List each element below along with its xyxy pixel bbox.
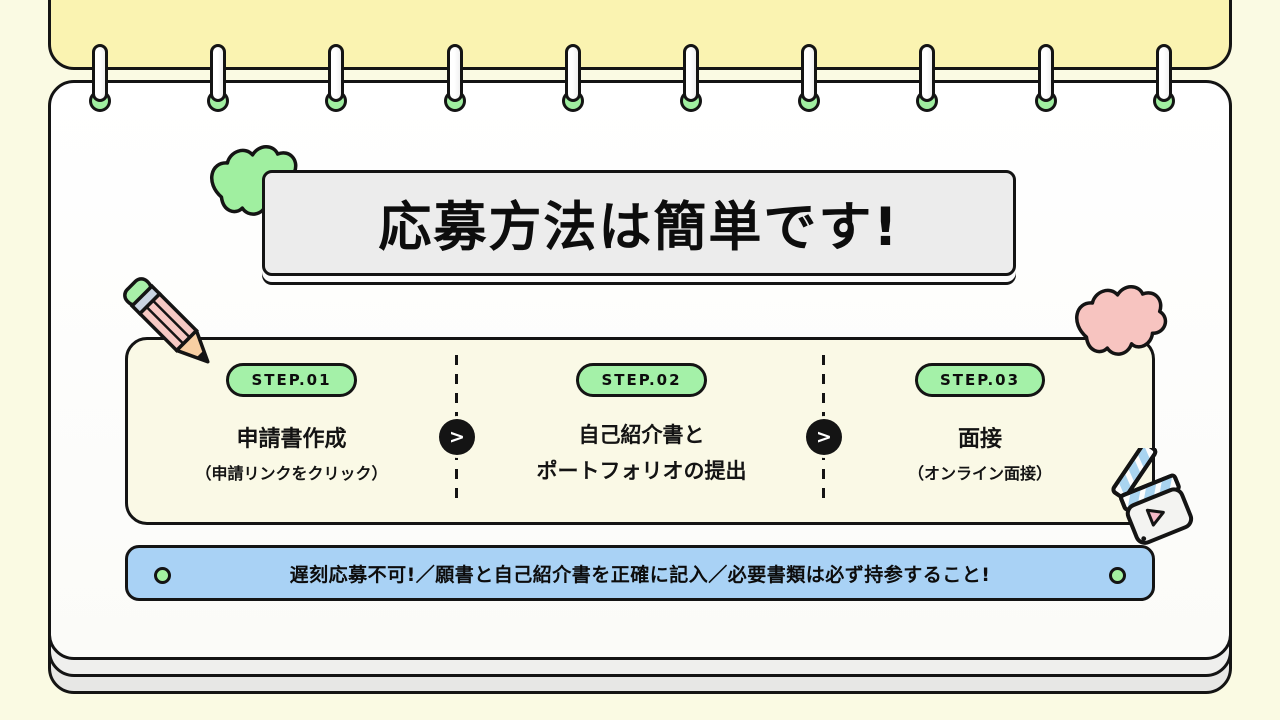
pencil-icon: [123, 277, 210, 364]
ring-capsule: [1156, 44, 1172, 102]
ring-capsule: [1038, 44, 1054, 102]
step-1-badge: STEP.01: [226, 363, 357, 397]
binder-ring-icon: [916, 44, 938, 112]
binder-ring-icon: [207, 44, 229, 112]
step-2-badge: STEP.02: [576, 363, 707, 397]
scribble-pink-icon: [1075, 285, 1168, 356]
binder-ring-icon: [680, 44, 702, 112]
binder-ring-icon: [798, 44, 820, 112]
clapperboard-icon: [1111, 448, 1194, 545]
step-2-title-line2: ポートフォリオの提出: [536, 459, 747, 483]
step-1-subtitle: （申請リンクをクリック）: [195, 464, 388, 483]
step-2-title-line1: 自己紹介書と: [578, 423, 705, 447]
ring-capsule: [683, 44, 699, 102]
dot-icon: [1109, 567, 1126, 584]
ring-capsule: [92, 44, 108, 102]
next-arrow-icon: >: [806, 419, 842, 455]
next-arrow-icon: >: [439, 419, 475, 455]
title-banner: 応募方法は簡単です!: [262, 170, 1016, 276]
ring-capsule: [919, 44, 935, 102]
ring-capsule: [565, 44, 581, 102]
dot-icon: [154, 567, 171, 584]
binder-ring-icon: [325, 44, 347, 112]
footer-note: 遅刻応募不可!／願書と自己紹介書を正確に記入／必要書類は必ず持参すること!: [289, 563, 991, 586]
step-3-title: 面接: [957, 427, 1002, 452]
step-3-subtitle: （オンライン面接）: [907, 464, 1052, 483]
ring-capsule: [447, 44, 463, 102]
binder-ring-icon: [89, 44, 111, 112]
ring-capsule: [328, 44, 344, 102]
ring-capsule: [801, 44, 817, 102]
binder-ring-icon: [562, 44, 584, 112]
ring-capsule: [210, 44, 226, 102]
binder-ring-icon: [1153, 44, 1175, 112]
page-title: 応募方法は簡単です!: [378, 197, 900, 258]
binder-ring-icon: [1035, 44, 1057, 112]
step-3-badge: STEP.03: [914, 363, 1046, 397]
step-1: STEP.01 申請書作成 （申請リンクをクリック）: [125, 337, 458, 525]
step-3: STEP.03 面接 （オンライン面接）: [825, 337, 1135, 525]
step-1-title: 申請書作成: [236, 427, 347, 452]
notebook-cover: [48, 0, 1232, 70]
binder-ring-icon: [444, 44, 466, 112]
step-2: STEP.02 自己紹介書と ポートフォリオの提出: [458, 337, 825, 525]
footer-banner: 遅刻応募不可!／願書と自己紹介書を正確に記入／必要書類は必ず持参すること!: [125, 545, 1155, 601]
